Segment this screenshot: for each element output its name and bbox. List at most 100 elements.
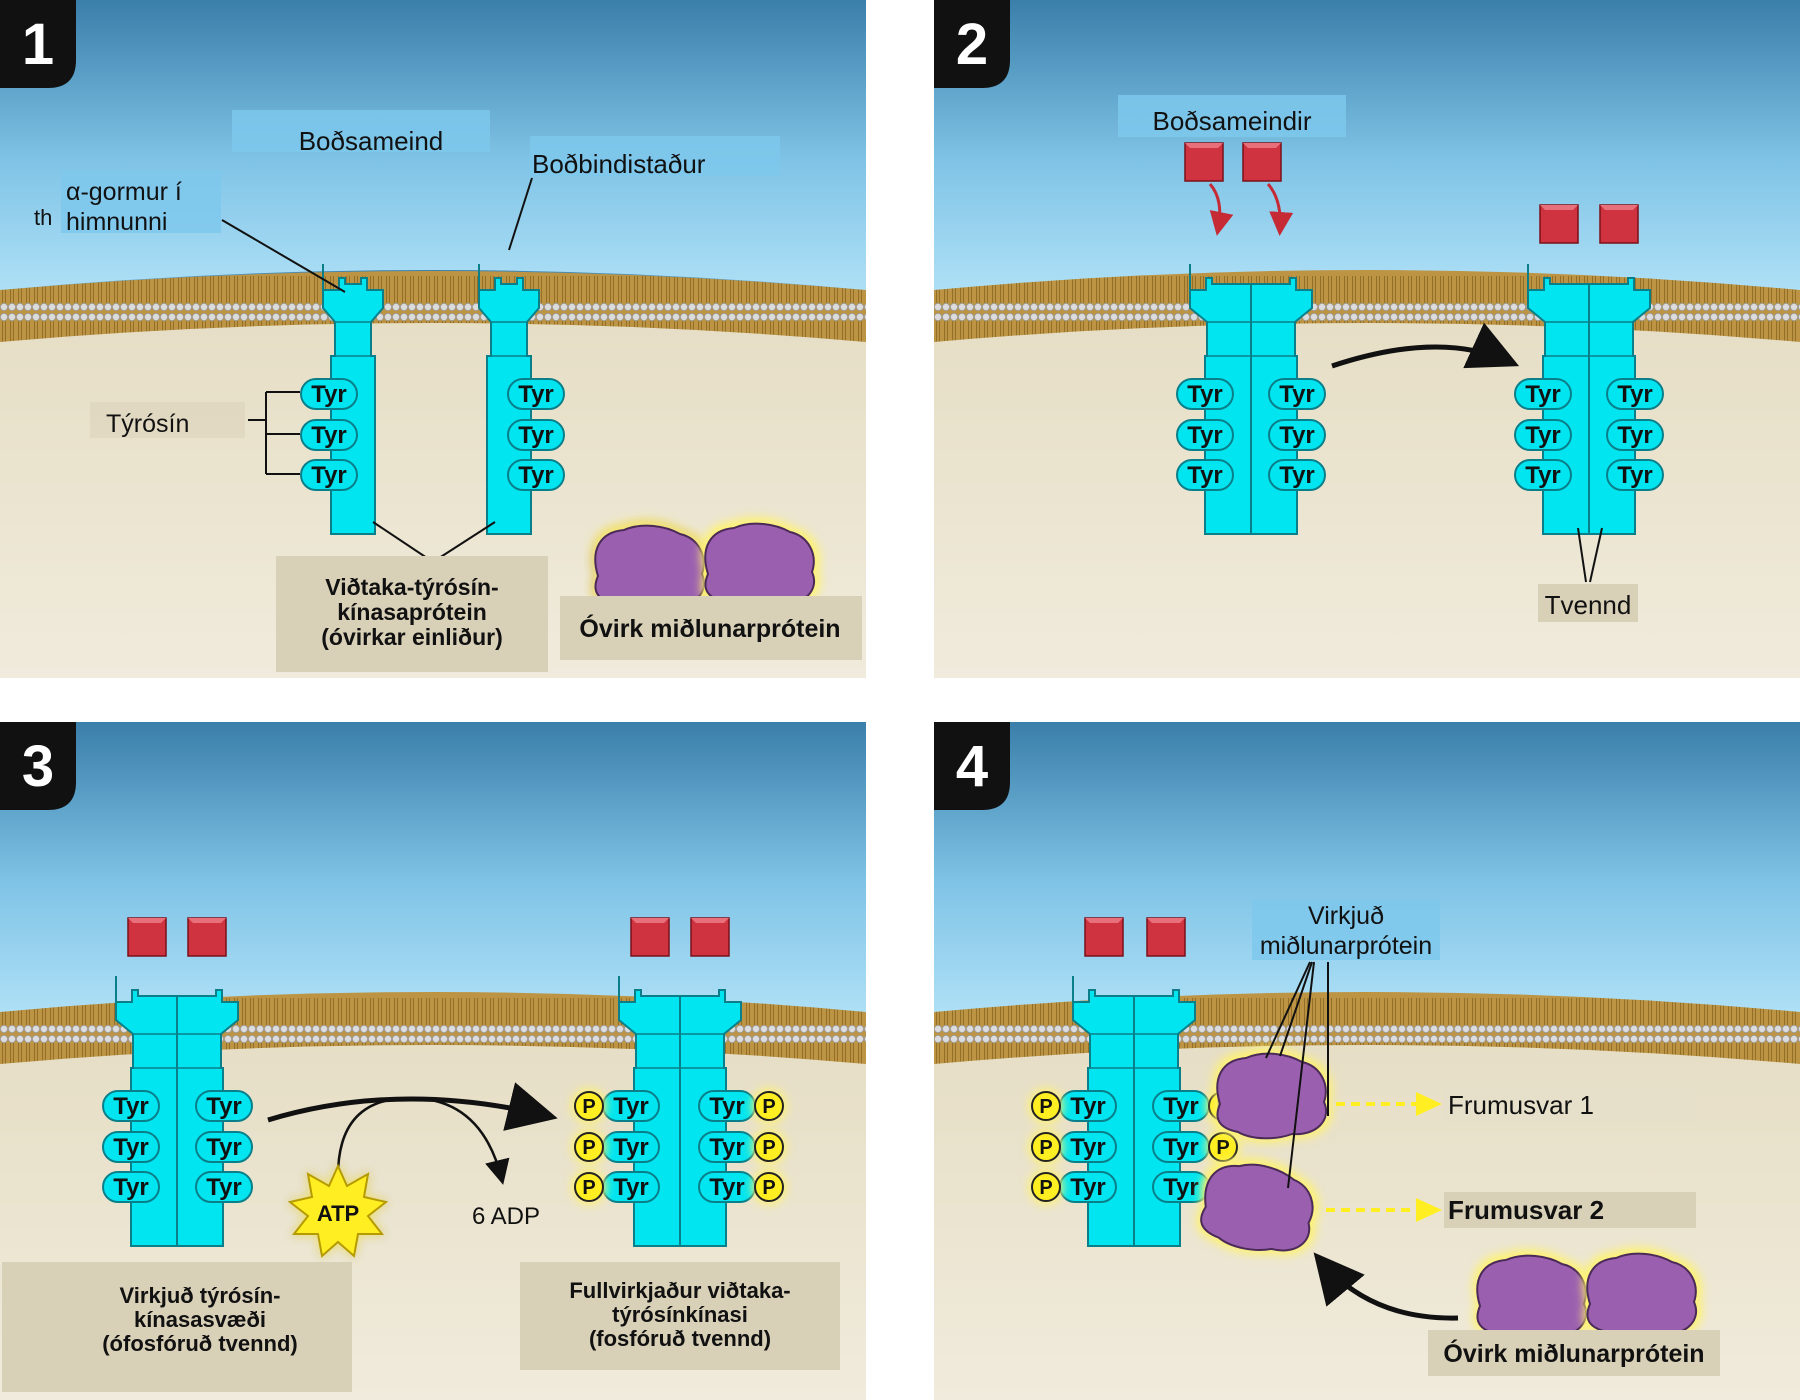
tyrosine-residue: Tyr [1268, 419, 1326, 451]
phosphate-group: P [752, 1170, 786, 1204]
tyrosine-residue: Tyr P [572, 1170, 660, 1204]
response-1-label: Frumusvar 1 [1448, 1090, 1594, 1120]
phosphate-group: P [572, 1170, 606, 1204]
tyrosine-residue: Tyr [507, 378, 565, 410]
panel-4-content: TyrPTyrPTyrPTyrPTyrPTyrP Virkjuð miðluna… [1029, 900, 1720, 1376]
p-label: P [762, 1137, 775, 1159]
tyr-label: Tyr [311, 381, 347, 408]
signal-molecule [1146, 917, 1186, 957]
active-relay-protein-1 [1213, 1047, 1332, 1143]
phosphate-group: P [752, 1130, 786, 1164]
label-box [2, 1262, 352, 1392]
label-box [1118, 95, 1346, 137]
tyrosine-residue: Tyr [102, 1131, 160, 1163]
tyrosine-residue: Tyr [195, 1131, 253, 1163]
label-box [276, 556, 548, 672]
panel-number-tab [934, 722, 1010, 810]
tyrosine-residue: Tyr [1514, 459, 1572, 491]
phosphorylated-label-line3: (fosfóruð tvennd) [589, 1326, 771, 1351]
label-box [1428, 1330, 1720, 1376]
tyr-label: Tyr [1187, 422, 1223, 449]
tyr-label: Tyr [1187, 462, 1223, 489]
bracket [248, 391, 300, 475]
tyrosine-residue: Tyr [507, 419, 565, 451]
helix-label-fragment: th [34, 205, 52, 230]
tyr-label: Tyr [1279, 462, 1315, 489]
tyr-label: Tyr [1279, 381, 1315, 408]
tyrosine-residue: Tyr P [1029, 1170, 1117, 1204]
signal-molecule [690, 917, 730, 957]
leader-line [1265, 961, 1311, 1059]
label-box [61, 170, 221, 233]
leader-line [1287, 961, 1315, 1189]
phosphate-group: P [572, 1130, 606, 1164]
tyr-label: Tyr [206, 1174, 242, 1201]
tyr-label: Tyr [518, 422, 554, 449]
phosphate-group: P [752, 1089, 786, 1123]
signal-molecule [1184, 142, 1224, 182]
tyr-label: Tyr [1617, 422, 1653, 449]
tyr-label: Tyr [206, 1134, 242, 1161]
leader-line [372, 521, 431, 561]
label-box [90, 402, 245, 438]
phosphate-group: P [1029, 1170, 1063, 1204]
tyr-label: Tyr [1617, 462, 1653, 489]
tyr-label: Tyr [1617, 381, 1653, 408]
receptor-label-line3: (óvirkar einliður) [321, 624, 502, 650]
panel-number: 3 [22, 734, 54, 799]
receptor-label-line2: kínasaprótein [337, 599, 487, 625]
panel-number-tab [934, 0, 1010, 88]
tyr-label: Tyr [1187, 381, 1223, 408]
tyrosine-residue: Tyr [1176, 419, 1234, 451]
signal-molecules-label: Boðsameindir [1153, 106, 1312, 136]
tyr-label: Tyr [518, 462, 554, 489]
label-box [1538, 584, 1638, 622]
phosphate-group: P [572, 1089, 606, 1123]
panel-number-tab [0, 0, 76, 88]
tyr-label: Tyr [113, 1134, 149, 1161]
tyr-label: Tyr [709, 1174, 745, 1201]
receptor-label-line1: Viðtaka-týrósín- [325, 574, 498, 600]
leader-line [1279, 961, 1313, 1057]
active-relay-label-line1: Virkjuð [1308, 902, 1384, 930]
atp-star [287, 1163, 389, 1258]
p-label: P [582, 1096, 595, 1118]
tyr-label: Tyr [518, 381, 554, 408]
tyrosine-residue: Tyr [300, 459, 358, 491]
response-2-label: Frumusvar 2 [1448, 1195, 1604, 1225]
phosphorylated-label-line1: Fullvirkjaður viðtaka- [569, 1278, 790, 1303]
phosphate-group: P [1029, 1130, 1063, 1164]
tyrosine-residue: Tyr [1268, 378, 1326, 410]
atp-label: ATP [317, 1201, 359, 1226]
dimer-label: Tvennd [1545, 590, 1632, 620]
label-box [530, 136, 780, 176]
tyr-label: Tyr [1070, 1174, 1106, 1201]
response-arrowhead [1416, 1198, 1442, 1222]
p-label: P [762, 1177, 775, 1199]
tyrosine-residue: Tyr [102, 1090, 160, 1122]
unphosphorylated-label-line1: Virkjuð týrósín- [120, 1283, 281, 1308]
tyr-label: Tyr [1525, 462, 1561, 489]
tyrosine-residue: Tyr [1606, 419, 1664, 451]
tyrosine-residue: Tyr [1514, 378, 1572, 410]
leader-line [221, 219, 346, 293]
unphosphorylated-label-line3: (ófosfóruð tvennd) [102, 1331, 298, 1356]
phosphorylated-label-line2: týrósínkínasi [612, 1302, 748, 1327]
helix-label-line1: α-gormur í [66, 178, 182, 206]
leader-line [435, 521, 496, 561]
active-relay-label-line2: miðlunarprótein [1260, 932, 1432, 960]
tyrosine-residue: Tyr [1606, 459, 1664, 491]
tyr-label: Tyr [206, 1093, 242, 1120]
tyr-label: Tyr [311, 462, 347, 489]
tyr-label: Tyr [113, 1093, 149, 1120]
tyr-label: Tyr [613, 1174, 649, 1201]
